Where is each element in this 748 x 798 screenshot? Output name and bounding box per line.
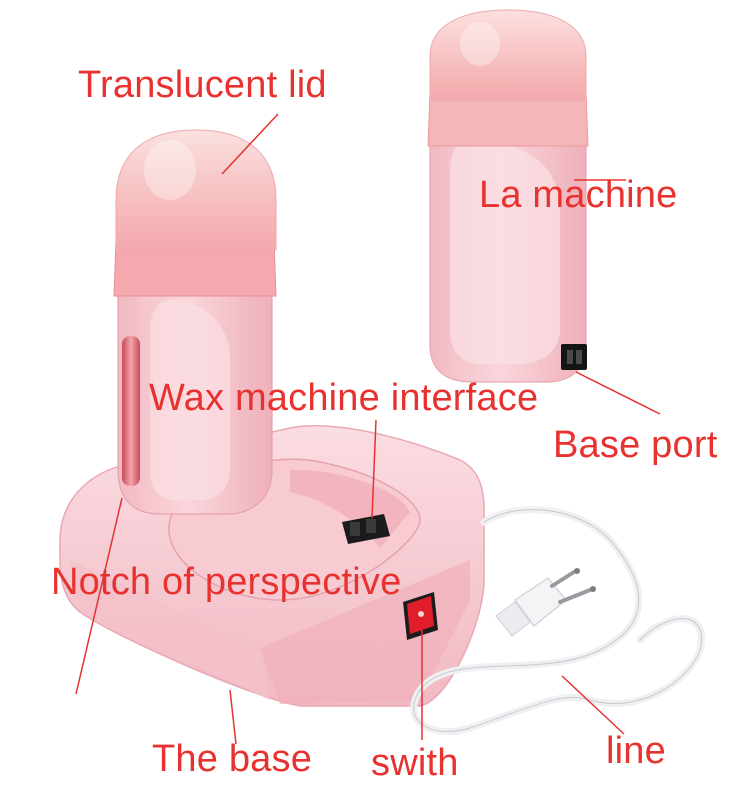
leader-notch (75, 497, 123, 695)
label-the-base: The base (152, 738, 313, 780)
power-cord (410, 506, 705, 736)
label-wax-machine-interface: Wax machine interface (149, 377, 539, 419)
euro-plug (495, 568, 596, 637)
label-switch: swith (371, 742, 459, 784)
leader-line (561, 675, 625, 735)
base-port (561, 344, 587, 370)
label-notch-of-perspective: Notch of perspective (51, 561, 402, 603)
leader-lines (75, 113, 661, 745)
label-line: line (606, 730, 666, 772)
label-translucent-lid: Translucent lid (78, 64, 327, 106)
left-wax-heater (113, 129, 277, 515)
leader-port (575, 371, 661, 415)
label-base-port: Base port (553, 424, 718, 466)
label-la-machine: La machine (479, 174, 678, 216)
translucent-lid (115, 129, 277, 251)
notch-window (122, 336, 140, 486)
leader-base (229, 689, 237, 745)
right-wax-heater (427, 9, 589, 383)
leader-lid (221, 113, 279, 175)
leader-interface (371, 419, 377, 519)
power-switch (403, 592, 438, 640)
wax-machine-interface (342, 514, 390, 544)
